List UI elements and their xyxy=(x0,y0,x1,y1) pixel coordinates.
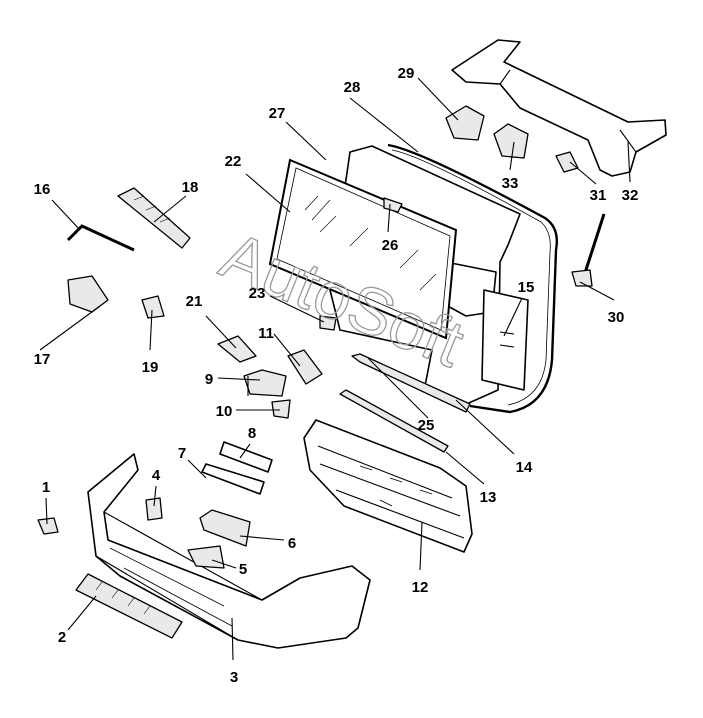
leader-lines xyxy=(39,77,631,661)
callout-labels: 1 2 3 4 5 6 7 8 9 10 11 12 13 14 15 16 1… xyxy=(34,65,639,686)
callout-9: 9 xyxy=(205,371,213,388)
callout-3: 3 xyxy=(230,669,238,686)
callout-30: 30 xyxy=(608,309,625,326)
callout-13: 13 xyxy=(480,489,497,506)
part-seal xyxy=(387,143,559,414)
part-bumper-beam xyxy=(303,419,473,553)
part-moulding-strips xyxy=(339,353,471,453)
callout-18: 18 xyxy=(182,179,199,196)
callout-14: 14 xyxy=(516,459,533,476)
callout-12: 12 xyxy=(412,579,429,596)
callout-6: 6 xyxy=(288,535,296,552)
callout-26: 26 xyxy=(382,237,399,254)
callout-29: 29 xyxy=(398,65,415,82)
callout-7: 7 xyxy=(178,445,186,462)
callout-27: 27 xyxy=(269,105,286,122)
callout-22: 22 xyxy=(225,153,242,170)
callout-21: 21 xyxy=(186,293,203,310)
callout-33: 33 xyxy=(502,175,519,192)
callout-1: 1 xyxy=(42,479,50,496)
callout-11: 11 xyxy=(258,325,274,342)
part-spoiler xyxy=(451,39,667,177)
callout-32: 32 xyxy=(622,187,639,204)
callout-23: 23 xyxy=(249,285,266,302)
part-rear-bumper xyxy=(87,453,371,649)
callout-17: 17 xyxy=(34,351,51,368)
callout-10: 10 xyxy=(216,403,233,420)
callout-25: 25 xyxy=(418,417,435,434)
callout-16: 16 xyxy=(34,181,51,198)
callout-8: 8 xyxy=(248,425,256,442)
callout-4: 4 xyxy=(152,467,161,484)
callout-31: 31 xyxy=(590,187,607,204)
callout-5: 5 xyxy=(239,561,247,578)
callout-28: 28 xyxy=(344,79,361,96)
callout-15: 15 xyxy=(518,279,535,296)
callout-19: 19 xyxy=(142,359,159,376)
part-step-plate xyxy=(75,573,183,639)
callout-2: 2 xyxy=(58,629,66,646)
